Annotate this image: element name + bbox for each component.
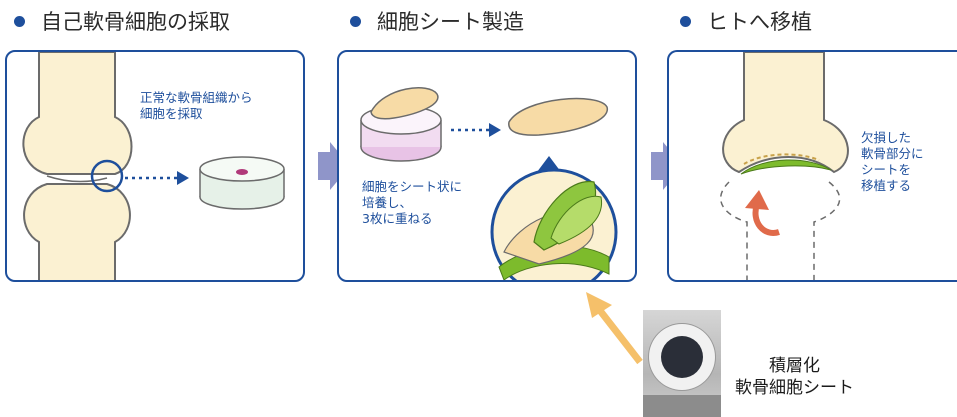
step-title-3: ヒトへ移植	[680, 6, 812, 36]
dotted-arrow-head	[489, 123, 501, 137]
note-line: 3枚に重ねる	[362, 211, 433, 226]
transplant-note: 欠損した 軟骨部分に シートを 移植する	[861, 130, 924, 194]
culture-dish-icon	[199, 156, 285, 210]
cell-sheet-shape	[508, 97, 608, 136]
note-line: 軟骨部分に	[861, 146, 924, 161]
manufacture-note: 細胞をシート状に 培養し、 3枚に重ねる	[362, 179, 462, 227]
note-line: 培養し、	[362, 195, 413, 210]
harvest-site-circle	[90, 159, 124, 193]
photo-dark-center	[661, 336, 703, 378]
photo-ring	[649, 324, 715, 390]
panel-manufacture: 細胞をシート状に 培養し、 3枚に重ねる	[337, 50, 637, 282]
culture-dish-icon	[360, 87, 442, 162]
sheet-culture-illustration	[360, 87, 618, 280]
bullet-icon	[680, 15, 691, 27]
defect-dots	[743, 153, 820, 165]
note-line: 細胞を採取	[140, 106, 203, 121]
joint-gap	[46, 175, 108, 183]
sheet-lifting-shape	[370, 87, 439, 120]
upper-bone-shape	[722, 52, 849, 174]
zoom-pointer-triangle	[537, 156, 561, 172]
panel-harvest: 正常な軟骨組織から 細胞を採取	[5, 50, 305, 282]
step-title-1: 自己軟骨細胞の採取	[14, 6, 230, 36]
bullet-icon	[14, 15, 25, 27]
photo-caption: 積層化 軟骨細胞シート	[735, 355, 854, 399]
layered-sheet-zoom	[490, 168, 618, 280]
caption-line: 積層化	[769, 356, 820, 376]
step-title-label: 自己軟骨細胞の採取	[41, 10, 230, 34]
cell-sheet-photo	[643, 310, 721, 417]
note-line: 移植する	[861, 178, 912, 193]
knee-joint-illustration	[22, 52, 285, 280]
cartilage-sheet-shape	[740, 159, 832, 175]
note-line: 欠損した	[861, 130, 912, 145]
note-line: 正常な軟骨組織から	[140, 90, 253, 105]
caption-line: 軟骨細胞シート	[735, 378, 854, 398]
lower-bone-outline	[720, 181, 841, 280]
step-title-label: 細胞シート製造	[377, 10, 524, 34]
panel-transplant: 欠損した 軟骨部分に シートを 移植する	[667, 50, 957, 282]
step-title-label: ヒトへ移植	[707, 10, 812, 34]
transplant-arrow-icon	[745, 190, 780, 236]
step-title-2: 細胞シート製造	[350, 6, 524, 36]
upper-bone-shape	[22, 52, 133, 175]
note-line: 細胞をシート状に	[362, 179, 463, 194]
harvest-note: 正常な軟骨組織から 細胞を採取	[140, 90, 253, 122]
photo-base	[643, 395, 721, 417]
lower-bone-shape	[23, 183, 131, 280]
transplant-illustration	[720, 52, 849, 280]
dotted-arrow-head	[177, 171, 189, 185]
note-line: シートを	[861, 162, 912, 177]
bullet-icon	[350, 15, 361, 27]
